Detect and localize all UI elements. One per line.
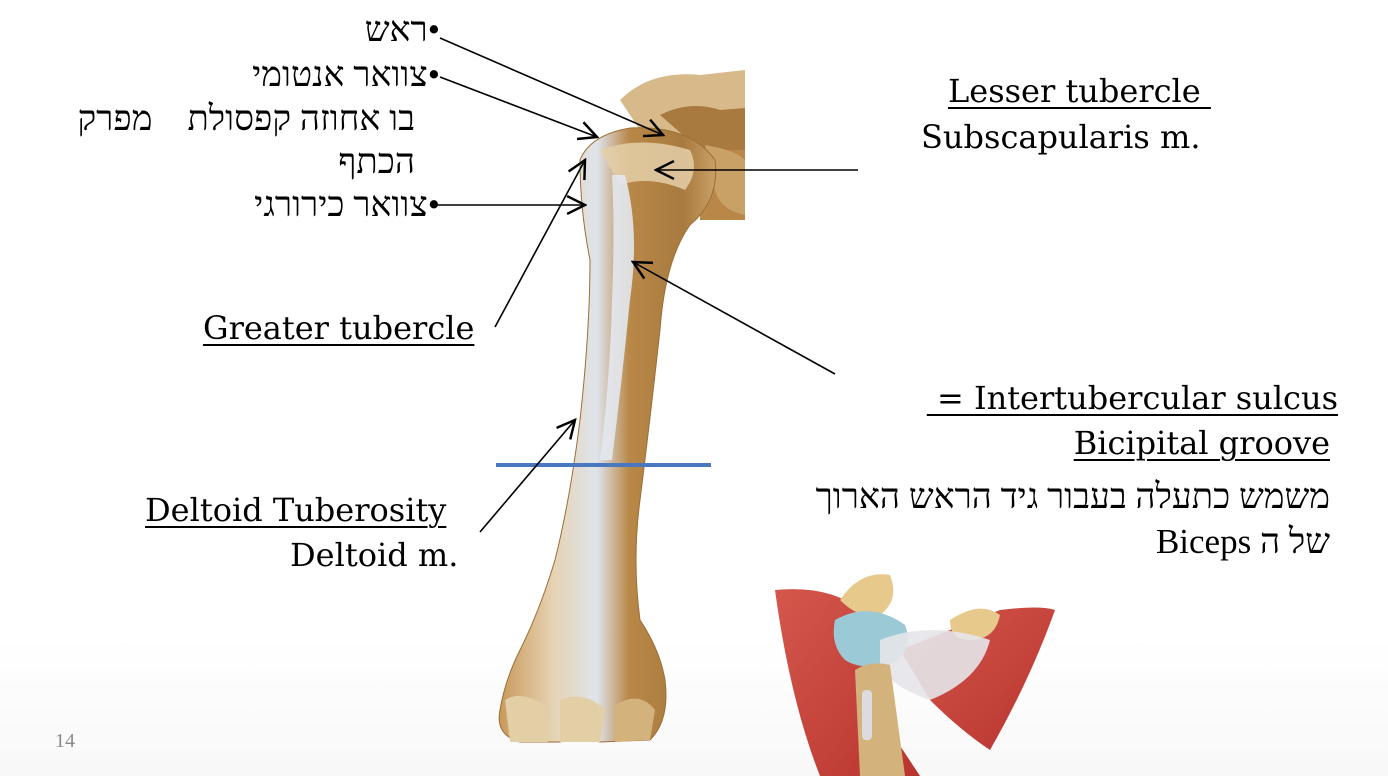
label-bicipital-groove: Bicipital groove — [1073, 424, 1330, 462]
bullet-icon — [428, 10, 440, 49]
head-leader — [439, 37, 663, 135]
label-head: ראש — [365, 10, 440, 50]
deltoid-tuberosity-leader — [479, 420, 575, 533]
label-biceps-note: משמש כתעלה בעבור גיד הראש הארוך — [815, 477, 1330, 516]
label-biceps-note-2: של ה Biceps — [1155, 522, 1330, 561]
bullet-icon — [428, 55, 440, 94]
intertubercular-leader — [633, 262, 836, 375]
page-number: 14 — [55, 730, 75, 752]
label-greater-tubercle: Greater tubercle — [203, 309, 475, 347]
label-lesser-tubercle: Lesser tubercle — [948, 72, 1211, 110]
label-anatomical-neck-desc-2: הכתף — [338, 142, 415, 181]
label-anatomical-neck: צוואר אנטומי — [252, 55, 440, 95]
anatomical-neck-leader — [439, 76, 597, 137]
label-deltoid-muscle: Deltoid m. — [290, 536, 459, 574]
shoulder-inset-figure — [775, 574, 1055, 776]
label-deltoid-tuberosity: Deltoid Tuberosity — [145, 491, 447, 529]
humerus-bone — [498, 127, 717, 743]
label-subscapularis: Subscapularis m. — [921, 118, 1201, 156]
bullet-icon — [428, 185, 440, 224]
greater-tubercle-leader — [494, 160, 585, 328]
label-anatomical-neck-desc: בו אחוזה קפסולת מפרק — [77, 99, 415, 138]
label-intertubercular-sulcus: Intertubercular sulcus = — [926, 379, 1338, 417]
leader-lines — [435, 37, 858, 533]
label-surgical-neck: צוואר כירורגי — [254, 185, 440, 225]
